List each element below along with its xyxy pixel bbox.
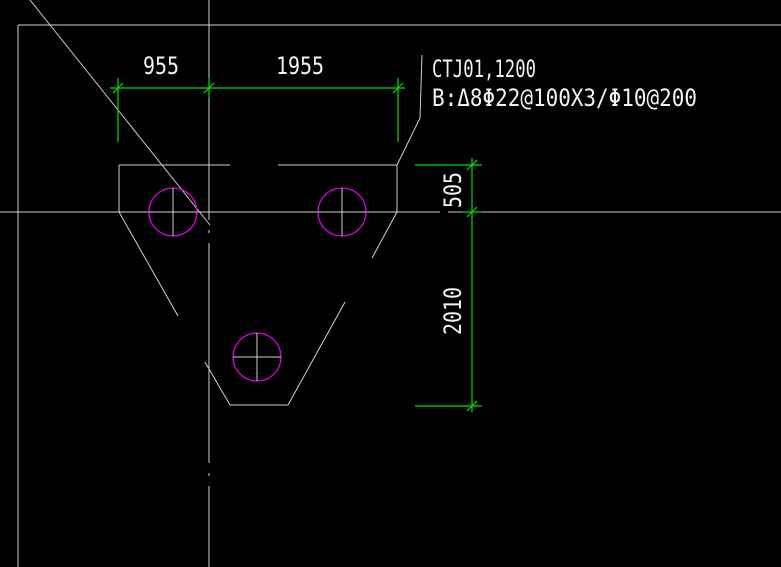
pile-left bbox=[148, 187, 198, 237]
dimension-1955: 1955 bbox=[276, 52, 324, 80]
dimension-505: 505 bbox=[439, 172, 467, 208]
dimension-955: 955 bbox=[143, 52, 179, 80]
horizontal-dimension bbox=[110, 78, 405, 142]
pile-cap-label: CTJ01,1200 bbox=[432, 55, 536, 83]
annotation-leader-line bbox=[396, 54, 423, 166]
reinforcement-spec: B:Δ8Φ22@100X3/Φ10@200 bbox=[432, 84, 697, 112]
dimension-2010: 2010 bbox=[439, 287, 467, 335]
diagonal-reference-line bbox=[29, 0, 211, 226]
pile-cap-outline bbox=[118, 164, 398, 406]
pile-right bbox=[317, 187, 367, 237]
vertical-dimension bbox=[415, 158, 482, 412]
pile-bottom bbox=[232, 332, 282, 382]
